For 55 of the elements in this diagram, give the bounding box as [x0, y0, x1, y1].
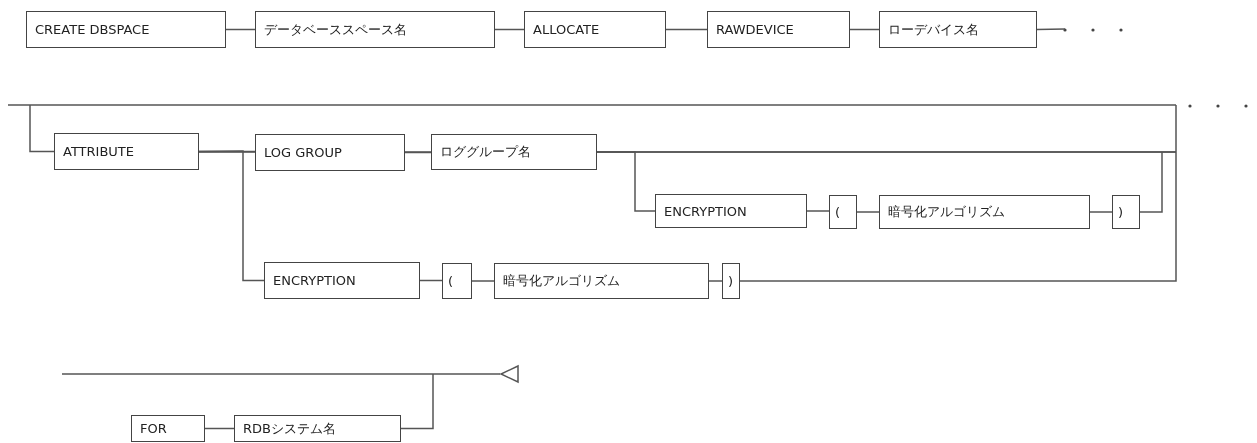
syntax-term: ( — [835, 204, 841, 220]
connector-line — [404, 151, 432, 154]
syntax-box — [524, 11, 666, 48]
connector-line — [1139, 151, 1163, 213]
connector-line — [708, 280, 723, 282]
syntax-box — [54, 133, 199, 170]
syntax-box — [131, 415, 205, 442]
connector-line — [225, 28, 256, 31]
syntax-box — [879, 11, 1037, 48]
syntax-term: ENCRYPTION — [273, 273, 356, 288]
connector-line — [739, 104, 1177, 282]
syntax-term: 暗号化アルゴリズム — [503, 272, 620, 290]
syntax-term: ) — [1118, 204, 1124, 220]
syntax-term: ENCRYPTION — [664, 203, 747, 219]
syntax-box — [707, 11, 850, 48]
connector-line — [204, 427, 235, 430]
syntax-term: ローデバイス名 — [888, 20, 979, 39]
syntax-box — [255, 134, 405, 171]
syntax-term: ロググループ名 — [440, 143, 531, 161]
syntax-term: ( — [448, 273, 454, 289]
syntax-term: ) — [728, 273, 734, 289]
syntax-term: CREATE DBSPACE — [35, 22, 150, 37]
connector-line — [1036, 28, 1066, 31]
connector-line — [419, 279, 443, 282]
connector-line — [856, 211, 880, 213]
connector-line — [806, 210, 830, 212]
syntax-term: 暗号化アルゴリズム — [888, 203, 1005, 221]
syntax-box — [1112, 195, 1140, 229]
syntax-box — [879, 195, 1090, 229]
syntax-term: RDBシステム名 — [243, 419, 336, 438]
connector-line — [29, 104, 55, 153]
syntax-box — [255, 11, 495, 48]
syntax-term: RAWDEVICE — [716, 22, 794, 37]
syntax-term: データベーススペース名 — [264, 20, 407, 39]
syntax-box — [264, 262, 420, 299]
connector-line — [471, 280, 495, 282]
connector-line — [1089, 211, 1113, 213]
syntax-box — [442, 263, 472, 299]
syntax-term: LOG GROUP — [264, 145, 342, 160]
syntax-box — [829, 195, 857, 229]
syntax-box — [234, 415, 401, 442]
connector-line — [494, 28, 525, 31]
syntax-term: ALLOCATE — [533, 22, 600, 37]
syntax-box — [722, 263, 740, 299]
syntax-box — [655, 194, 807, 228]
syntax-box — [431, 134, 597, 170]
syntax-term: ATTRIBUTE — [63, 144, 134, 159]
connector-line — [849, 28, 880, 31]
connector-line — [400, 373, 434, 430]
syntax-box — [494, 263, 709, 299]
connector-line — [198, 150, 265, 282]
syntax-box — [26, 11, 226, 48]
syntax-term: FOR — [140, 421, 167, 436]
connector-line — [596, 151, 1177, 153]
connector-line — [665, 28, 708, 31]
